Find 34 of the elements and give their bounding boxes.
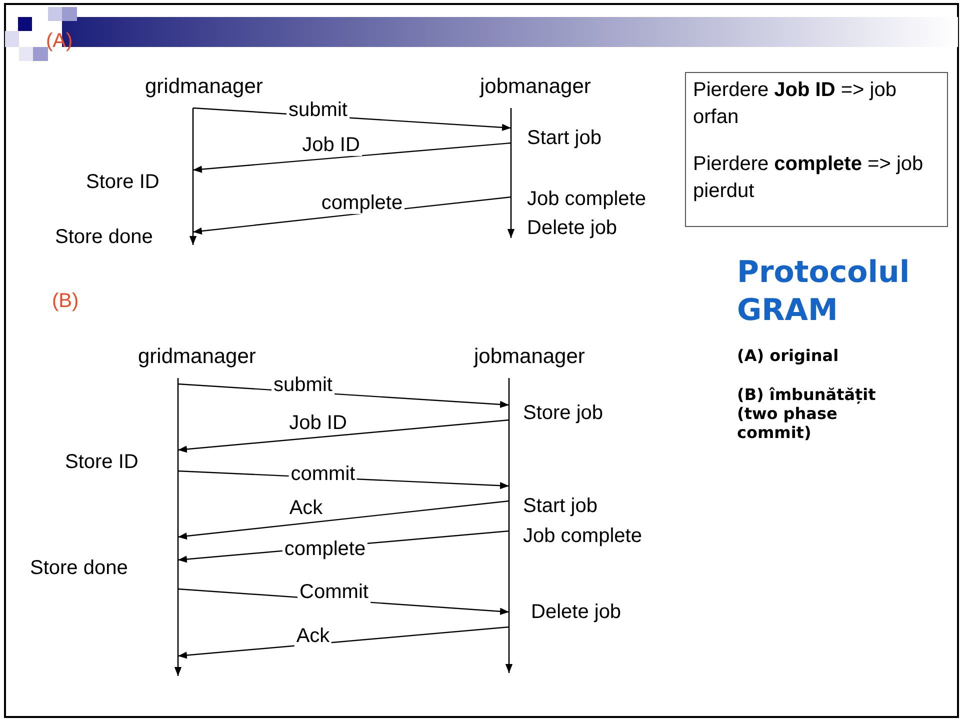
participant-label: jobmanager (480, 75, 591, 98)
message-arrow (192, 142, 512, 173)
action-note: Delete job (531, 601, 622, 624)
participant-label: gridmanager (138, 345, 256, 368)
action-note: Store done (30, 557, 128, 580)
action-note: Job complete (527, 188, 646, 211)
message-label: Job ID (300, 134, 362, 156)
message-label: Commit (298, 581, 370, 603)
participant-label: gridmanager (145, 75, 263, 98)
message-arrow (178, 500, 510, 540)
message-label: Job ID (287, 412, 349, 434)
action-note: Start job (523, 495, 598, 518)
variant-note: (B) îmbunătățit (two phase commit) (737, 385, 877, 442)
action-note: Delete job (527, 217, 618, 240)
note-text: Pierdere complete => job pierdut (693, 152, 924, 204)
note-box (685, 72, 948, 227)
slide-title: Protocolul GRAM (737, 254, 911, 330)
message-label: complete (282, 538, 368, 560)
message-label: submit (272, 374, 334, 396)
message-arrow (178, 626, 510, 659)
participant-label: jobmanager (474, 345, 585, 368)
variant-note: (A) original (737, 346, 839, 365)
action-note: Store ID (65, 451, 138, 474)
action-note: Store job (523, 402, 604, 425)
message-label: submit (286, 99, 350, 121)
note-text: Pierdere Job ID => job orfan (693, 78, 898, 130)
section-marker: (B) (52, 290, 79, 313)
action-note: Store done (55, 226, 153, 249)
message-label: complete (319, 192, 405, 214)
action-note: Start job (527, 127, 602, 150)
message-arrow (178, 419, 510, 453)
action-note: Job complete (523, 525, 642, 548)
message-label: Ack (294, 625, 332, 647)
action-note: Store ID (86, 171, 160, 194)
